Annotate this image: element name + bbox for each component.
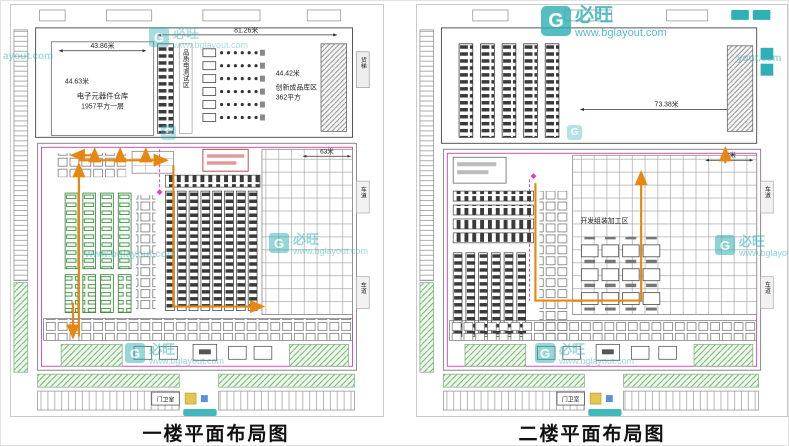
stairs-hatch — [726, 45, 754, 132]
test-rack-column — [157, 43, 174, 134]
dock-band — [43, 318, 353, 341]
product-area-label-1: 创新成品库区 — [276, 83, 317, 92]
workshop-label: 开发组装加工区 — [580, 216, 628, 225]
floor1-bottom-road: 门卫室 — [37, 373, 355, 417]
floor1-flow-arrows — [66, 147, 266, 340]
workcell-cluster — [578, 236, 661, 311]
freight-elevator-label: 货梯 — [359, 56, 366, 70]
green-area-right — [289, 343, 349, 367]
gate-marker — [605, 395, 613, 403]
gatehouse-label: 门卫室 — [157, 396, 175, 404]
lane-label-upper: 车道 — [359, 185, 366, 199]
lane-label-upper: 车道 — [763, 185, 770, 199]
gate-marker — [200, 395, 208, 403]
floor1-right-edge-labels: 车道 车道 — [356, 180, 370, 309]
dim-top-width: 81.26米 — [234, 25, 258, 34]
floor2-left-parking-strip — [419, 29, 435, 373]
floor1-plan-svg: 43.86米 44.63米 电子元器件仓库 1957平方一层 品质电测试区 81… — [10, 4, 384, 417]
floor2-right-edge-labels: 车道 车道 — [760, 180, 774, 309]
floor2-main-hall: 开发组装加工区 58米 — [442, 148, 762, 371]
badge-box — [760, 63, 774, 76]
dim-inner: 63米 — [320, 146, 334, 155]
floor1-panel: 43.86米 44.63米 电子元器件仓库 1957平方一层 品质电测试区 81… — [10, 4, 384, 417]
staging-column — [539, 191, 569, 341]
warehouse-label-2: 1957平方一层 — [81, 101, 124, 110]
floor1-upper-warehouse: 43.86米 44.63米 电子元器件仓库 1957平方一层 品质电测试区 81… — [35, 25, 370, 138]
gate-kiosk — [589, 392, 602, 405]
floor2-bottom-road: 门卫室 — [443, 373, 760, 417]
conveyor-band — [165, 174, 261, 188]
lane-label-lower: 车道 — [763, 281, 770, 295]
open-grid-area — [261, 148, 353, 315]
floor1-top-annotation-boxes — [39, 9, 342, 22]
green-area-left — [464, 343, 527, 367]
warehouse-label-1: 电子元器件仓库 — [77, 90, 129, 100]
dock-band — [448, 320, 758, 341]
green-area-right — [693, 343, 754, 367]
floor2-panel: 73.38米 — [416, 4, 788, 417]
floor2-caption: 二楼平面布局图 — [518, 424, 666, 445]
workstation-band — [57, 153, 127, 178]
floor1-left-parking-strip — [13, 29, 29, 373]
floor2-plan-svg: 73.38米 — [416, 4, 788, 417]
staging-column — [135, 195, 156, 311]
gatehouse-box — [556, 391, 585, 406]
floor1-caption: 一楼平面布局图 — [142, 424, 290, 445]
floor2-flow-arrows — [534, 146, 732, 302]
stairs-hatch — [320, 43, 347, 132]
gate-barrier — [588, 409, 622, 417]
dim-top-width: 73.38米 — [655, 99, 679, 108]
dim-left-height: 44.63米 — [65, 77, 89, 86]
test-area-label: 品质电测试区 — [182, 48, 189, 87]
dim-right-height: 44.42米 — [276, 69, 300, 78]
floor1-main-hall: 63米 — [37, 142, 357, 371]
green-area-left — [60, 343, 123, 367]
gatehouse-box — [151, 391, 180, 406]
control-room-box — [202, 148, 249, 172]
floor2-top-annotation-boxes — [472, 9, 771, 22]
gate-kiosk — [184, 392, 197, 405]
badge-box — [760, 47, 774, 60]
dim-upper-left: 43.86米 — [90, 41, 114, 50]
floor2-upper-section: 73.38米 — [440, 27, 774, 144]
gatehouse-label: 门卫室 — [562, 396, 580, 404]
gate-barrier — [183, 409, 217, 417]
horizontal-racks — [452, 190, 534, 244]
lane-label-lower: 车道 — [359, 281, 366, 295]
product-area-label-2: 362平方 — [276, 92, 301, 101]
